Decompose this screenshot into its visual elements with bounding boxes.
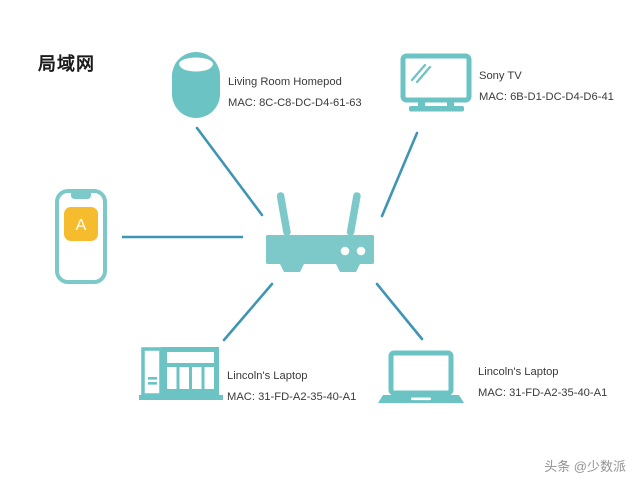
nas-mac: MAC: 31-FD-A2-35-40-A1: [227, 391, 357, 403]
node-label-tv: Sony TV MAC: 6B-D1-DC-D4-D6-41: [479, 66, 614, 108]
link-nas-router: [222, 282, 274, 342]
homepod-name: Living Room Homepod: [228, 76, 342, 88]
link-tv-router: [380, 131, 419, 218]
phone-notch: [71, 191, 91, 199]
laptop-notch-bar: [411, 397, 431, 401]
homepod-body-mid: [172, 76, 220, 96]
router-antenna-left: [276, 192, 291, 236]
tv-screen-frame: [400, 53, 472, 103]
router-foot-right: [336, 264, 360, 272]
router-body: [266, 235, 374, 264]
link-laptop-router: [375, 282, 424, 341]
phone-app-badge-letter: A: [76, 217, 87, 234]
router-led-two: [356, 246, 366, 256]
laptop-screen: [388, 350, 454, 396]
homepod-mac: MAC: 8C-C8-DC-D4-61-63: [228, 97, 362, 109]
router-foot-left: [280, 264, 304, 272]
tv-mac: MAC: 6B-D1-DC-D4-D6-41: [479, 91, 614, 103]
tv-stand-left-leg: [418, 100, 425, 107]
nas-drive-bay-2: [179, 367, 189, 389]
nas-server-icon[interactable]: [139, 347, 223, 400]
tv-glare-stroke-long: [410, 63, 427, 82]
nas-left-vent-bottom: [148, 382, 157, 385]
tv-stand-base: [409, 106, 464, 112]
tv-glare-stroke-short: [415, 65, 432, 84]
nas-left-vent-top: [148, 377, 157, 380]
tv-name: Sony TV: [479, 70, 522, 82]
nas-base-bar: [139, 395, 223, 400]
node-label-nas: Lincoln's Laptop MAC: 31-FD-A2-35-40-A1: [227, 366, 356, 408]
television-icon[interactable]: [400, 53, 472, 112]
link-lines: [122, 126, 424, 342]
router-led-one: [340, 246, 350, 256]
page-title: 局域网: [38, 54, 95, 74]
laptop-mac: MAC: 31-FD-A2-35-40-A1: [478, 387, 608, 399]
nas-drive-bay-4: [204, 367, 214, 389]
nas-drive-bay-1: [167, 367, 177, 389]
smartphone-icon[interactable]: A: [55, 189, 107, 284]
nas-left-panel: [141, 347, 163, 397]
node-label-homepod: Living Room Homepod MAC: 8C-C8-DC-D4-61-…: [228, 72, 362, 114]
router-antenna-right: [346, 192, 361, 236]
phone-app-badge[interactable]: [64, 207, 98, 241]
wifi-router-icon[interactable]: [266, 192, 374, 272]
laptop-icon[interactable]: [378, 350, 464, 403]
homepod-top-inner: [180, 59, 212, 72]
node-label-laptop: Lincoln's Laptop MAC: 31-FD-A2-35-40-A1: [478, 362, 607, 404]
nas-drive-bay-3: [192, 367, 202, 389]
laptop-name: Lincoln's Laptop: [478, 366, 559, 378]
smart-speaker-icon[interactable]: [172, 52, 220, 118]
nas-name: Lincoln's Laptop: [227, 370, 308, 382]
nas-top-display: [167, 352, 214, 363]
tv-stand-right-leg: [447, 100, 454, 107]
link-homepod-router: [195, 126, 264, 217]
watermark: 头条 @少数派: [544, 459, 626, 474]
